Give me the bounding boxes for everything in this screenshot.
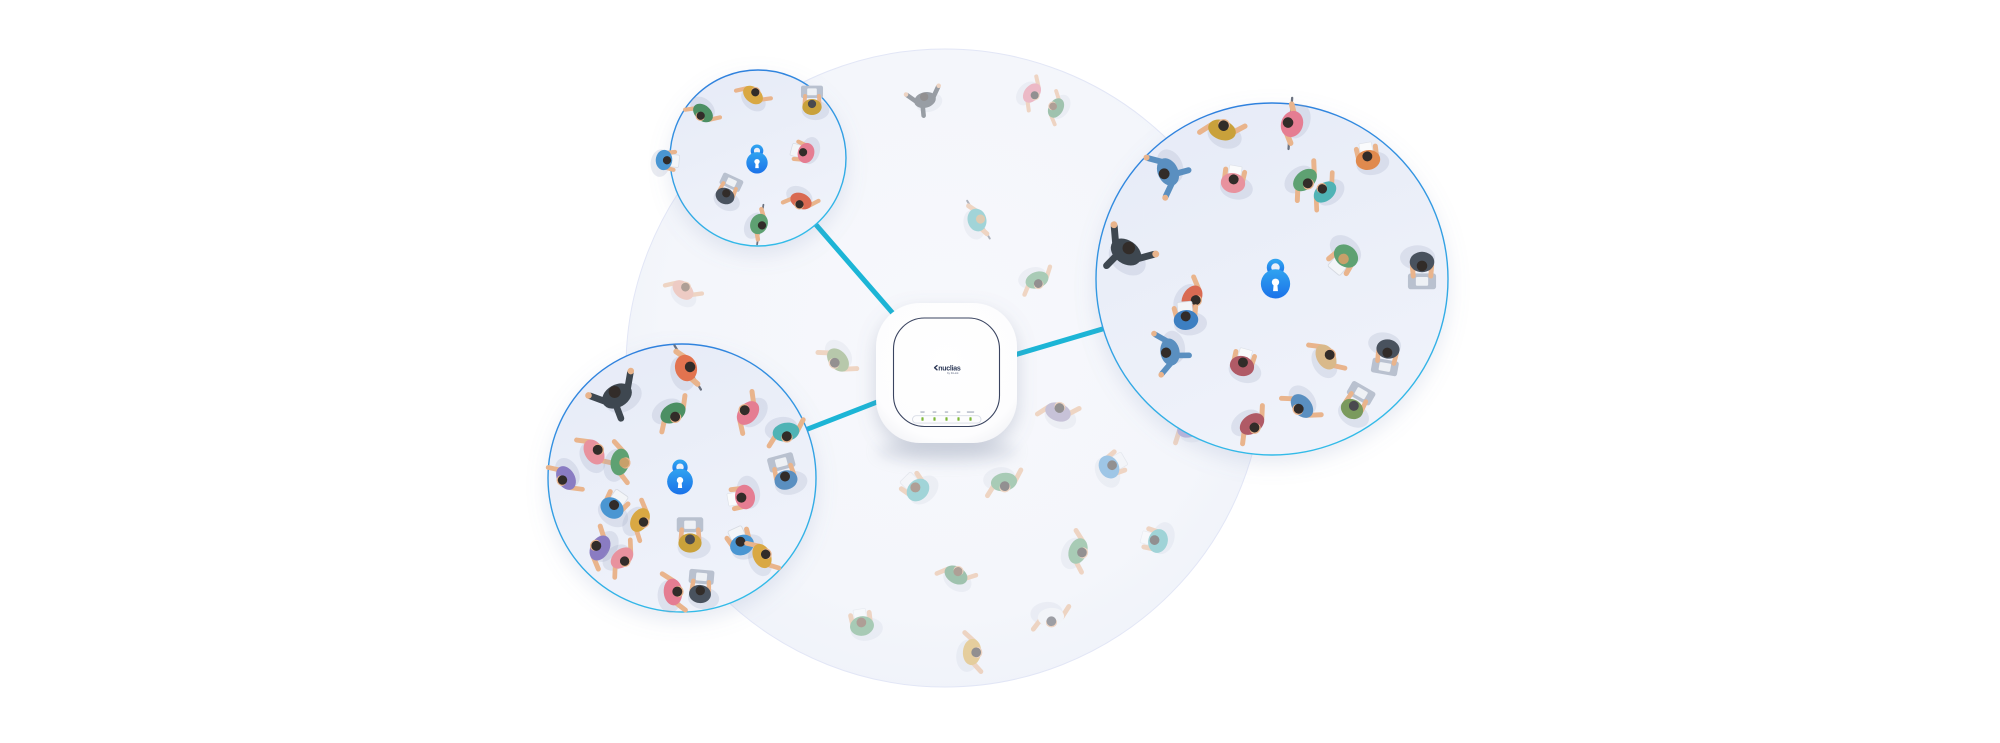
svg-text:by D-Link: by D-Link — [947, 371, 959, 375]
svg-text:nuclias: nuclias — [938, 365, 961, 372]
